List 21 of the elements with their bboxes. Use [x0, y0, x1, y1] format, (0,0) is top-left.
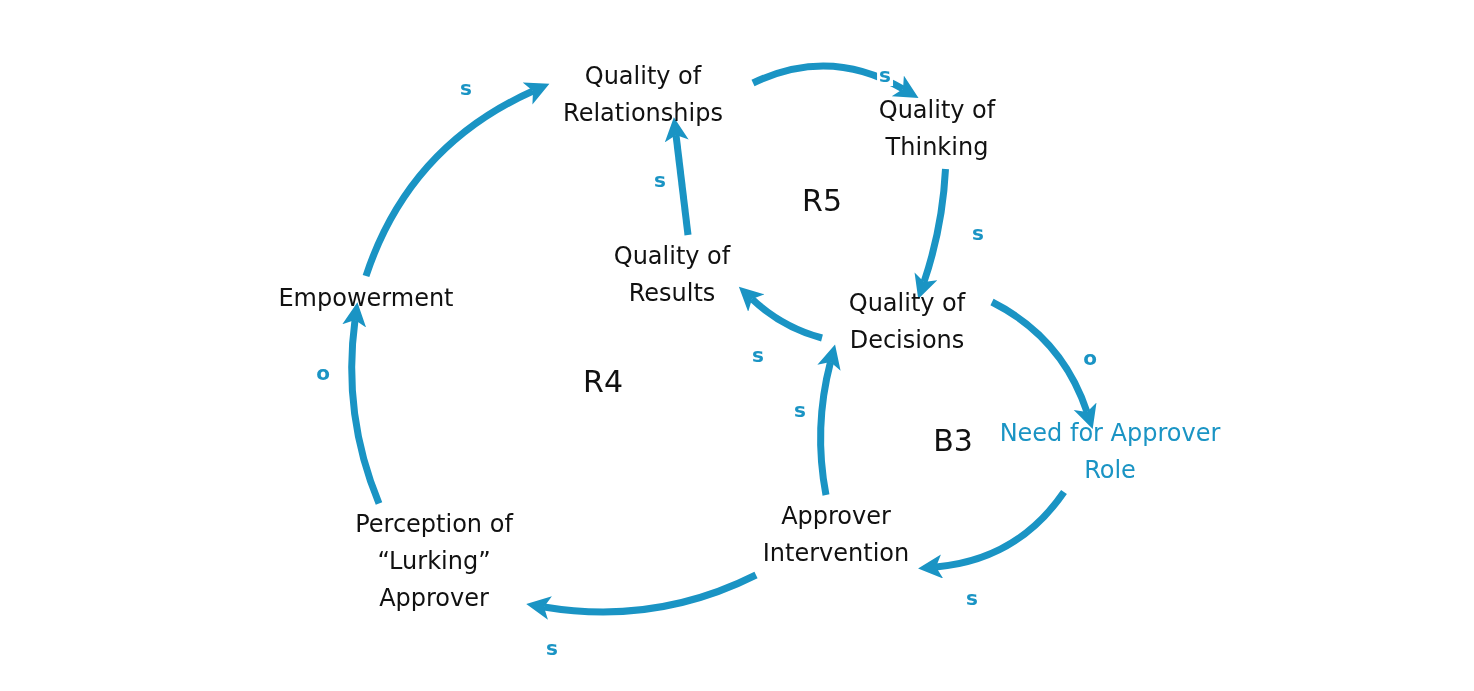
- arrow: [918, 489, 1067, 579]
- node-label: Quality of Thinking: [877, 95, 997, 163]
- loop-label: R5: [802, 182, 842, 218]
- arrow: [526, 571, 758, 620]
- arrow: [342, 302, 383, 505]
- arrow: [914, 168, 949, 300]
- node-label: Perception of “Lurking” Approver: [354, 508, 515, 614]
- loop-label: R4: [583, 363, 623, 399]
- arrow: [664, 117, 692, 236]
- arrow: [362, 82, 550, 278]
- loop-label: B3: [933, 422, 973, 458]
- node-label: Quality of Decisions: [847, 288, 967, 356]
- node-label: Approver Intervention: [761, 501, 911, 569]
- node-label: Empowerment: [278, 282, 454, 314]
- arrow: [990, 298, 1097, 429]
- node-label: Need for Approver Role: [998, 418, 1222, 486]
- arrow: [738, 286, 823, 342]
- node-label: Quality of Relationships: [562, 61, 724, 129]
- arrow: [751, 62, 919, 98]
- node-label: Quality of Results: [612, 241, 732, 309]
- arrow: [817, 344, 841, 496]
